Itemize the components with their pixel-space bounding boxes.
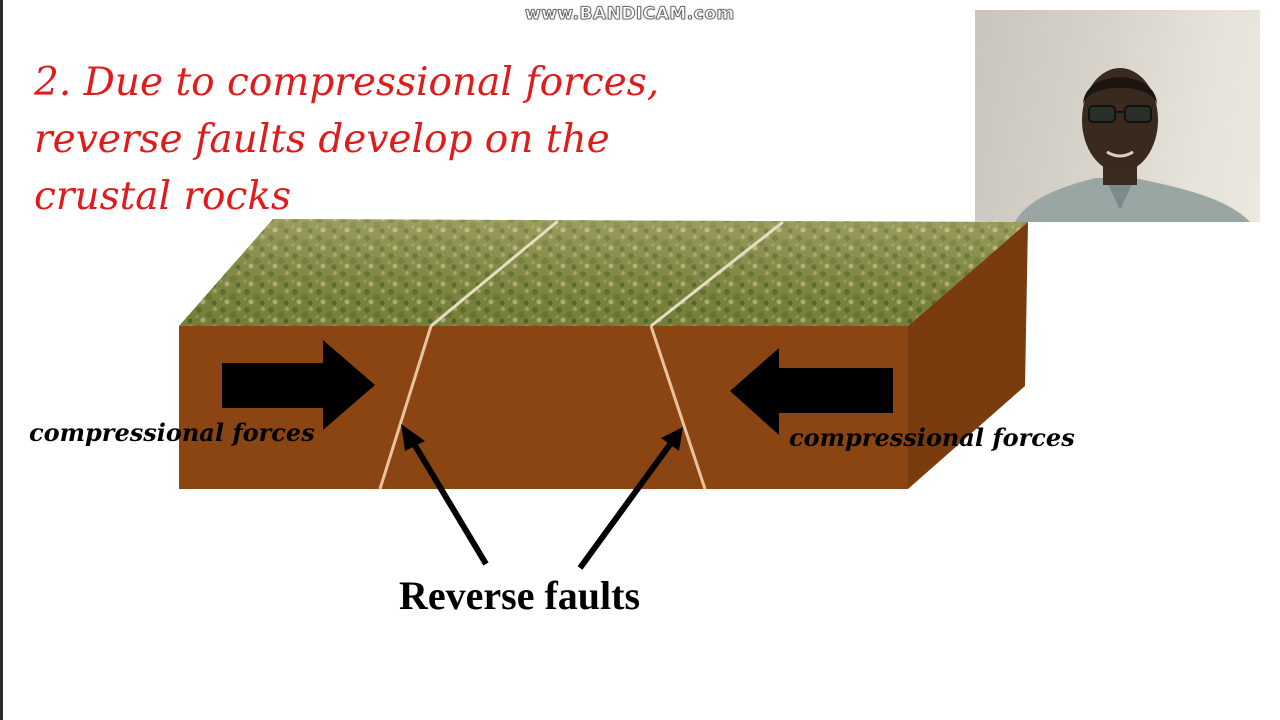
fault-block-diagram: [179, 219, 1028, 570]
fault-line-top-left: [430, 219, 559, 328]
right-force-label: compressional forces: [789, 423, 1075, 452]
arrow-up-icon-left: [401, 424, 489, 566]
arrow-left-icon: [730, 348, 893, 435]
arrow-right-icon: [222, 340, 375, 430]
fault-line-left: [378, 325, 433, 490]
fault-line-right: [649, 325, 707, 490]
fault-line-top-right: [650, 220, 784, 328]
watermark: www.BANDICAM.com: [525, 4, 735, 25]
block-side-face: [908, 222, 1028, 489]
arrow-up-icon-right: [577, 427, 683, 570]
fault-caption: Reverse faults: [399, 573, 641, 618]
webcam-overlay: [975, 10, 1260, 222]
presenter-video: [1015, 68, 1250, 222]
left-force-label: compressional forces: [29, 418, 315, 447]
slide-title: 2. Due to compressional forces, reverse …: [34, 60, 660, 219]
